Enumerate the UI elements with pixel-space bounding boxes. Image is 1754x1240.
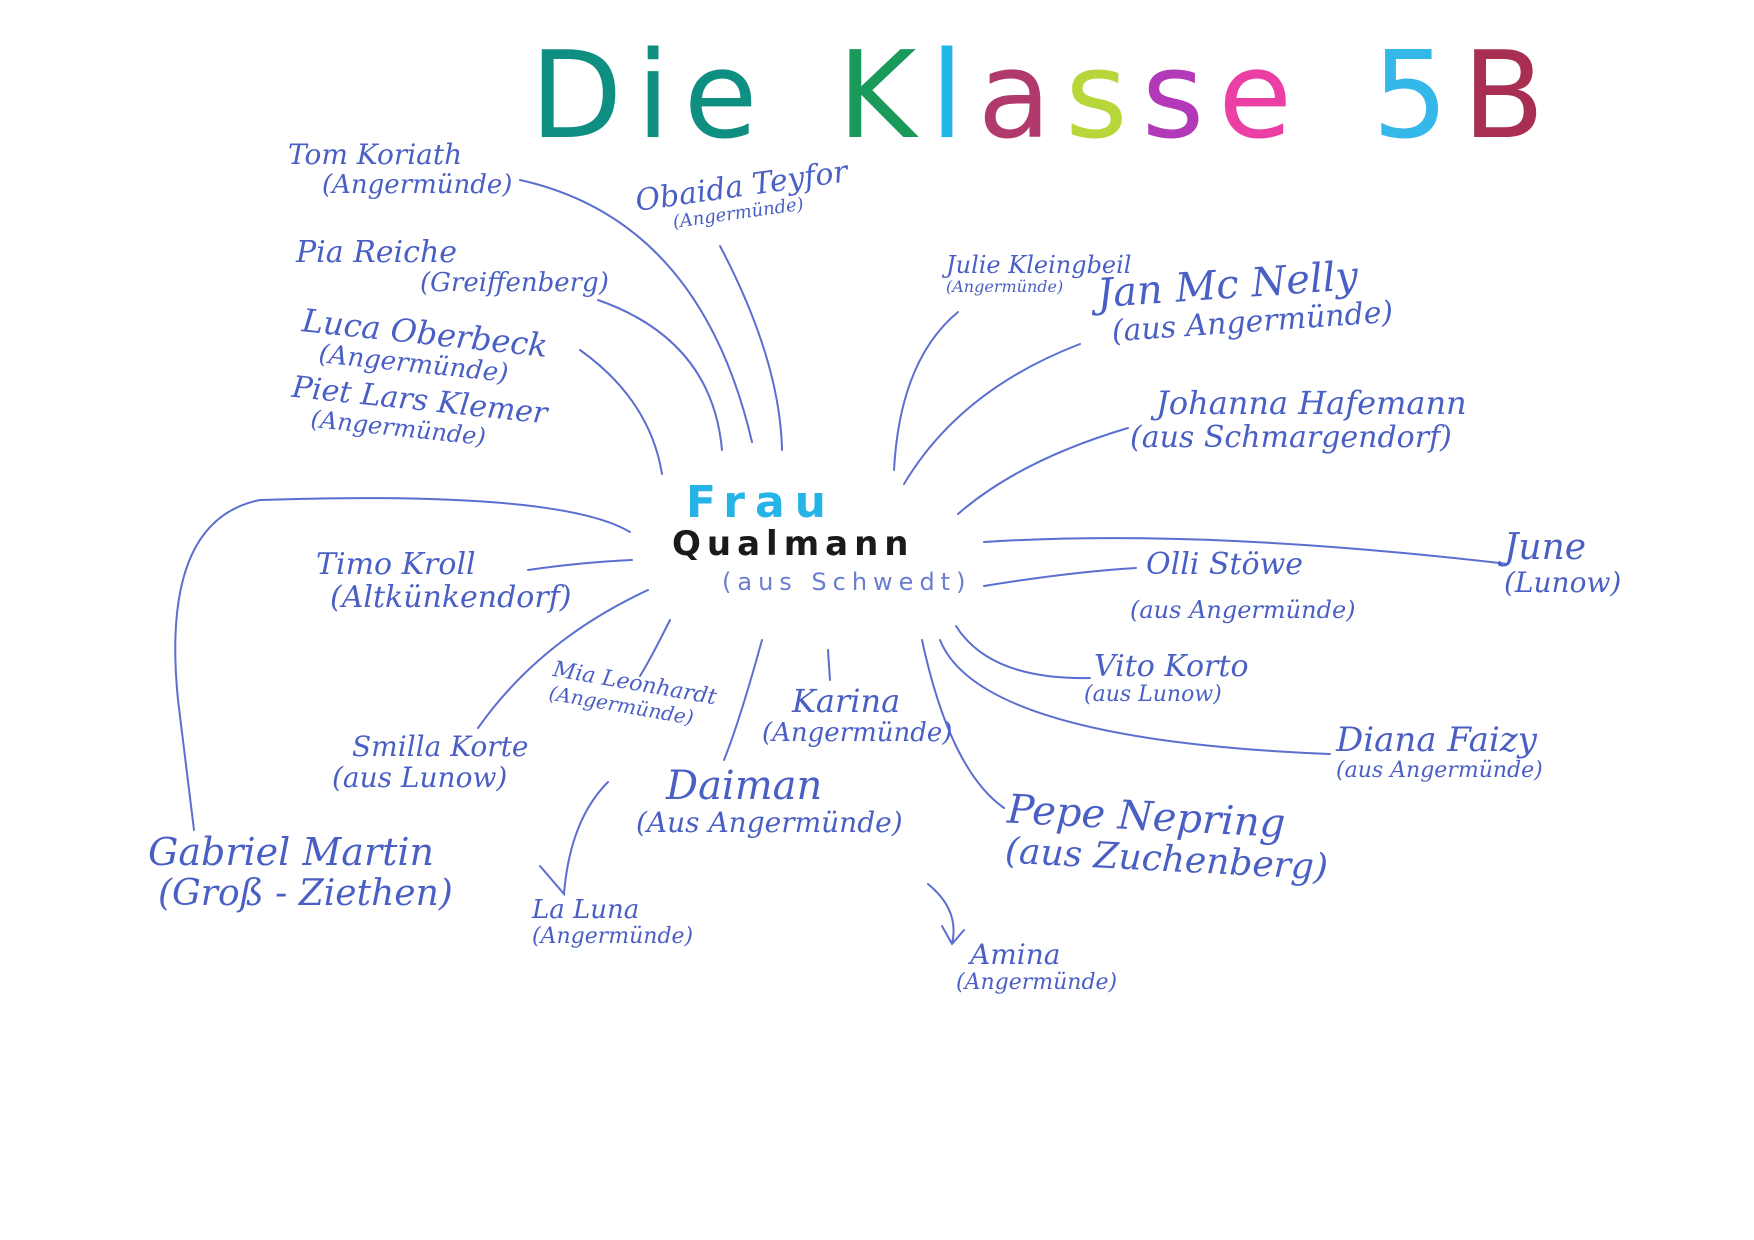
student-origin: (aus Lunow) [332,760,508,794]
title-letter: s [1141,27,1205,166]
title-letter [772,22,824,172]
connector-vito [955,625,1091,680]
connector-diana [939,639,1331,755]
student-node-laluna: La Luna (Angermünde) [532,896,693,949]
student-node-olli: Olli Stöwe (aus Angermünde) [1130,547,1356,623]
student-origin: (aus Angermünde) [1336,758,1543,784]
connector-timo [527,559,633,571]
connector-pepe [921,639,1005,809]
student-origin: (aus Schmargendorf) [1130,420,1452,456]
student-node-amina: Amina (Angermünde) [956,938,1118,995]
student-name: Gabriel Martin [148,830,435,874]
student-name: Olli Stöwe [1146,547,1304,582]
title-letter: e [1218,27,1293,166]
student-origin: (Altkünkendorf) [330,580,572,615]
student-node-vito: Vito Korto (aus Lunow) [1084,649,1249,707]
student-origin: (Greiffenberg) [420,268,609,298]
title-letter: D [530,27,623,166]
student-name: Tom Koriath [288,138,463,171]
student-name: Daiman [666,763,823,809]
student-node-julie: Julie Kleingbeil (Angermünde) [946,252,1131,296]
student-name: Johanna Hafemann [1156,384,1467,422]
connector-johanna [957,427,1129,515]
student-name: Smilla Korte [352,730,529,763]
student-node-diana: Diana Faizy (aus Angermünde) [1336,720,1543,784]
student-origin: (Angermünde) [946,277,1064,297]
student-name: La Luna [532,895,640,925]
student-node-gabriel: Gabriel Martin (Groß - Ziethen) [148,830,453,914]
student-node-karina: Karina (Angermünde) [762,682,953,749]
title-letter: B [1462,27,1545,166]
teacher-origin: (aus Schwedt) [722,567,972,596]
student-node-june: June (Lunow) [1504,528,1621,598]
connector-daiman [723,639,763,761]
connector-amina [927,883,965,945]
student-origin: (Groß - Ziethen) [158,872,453,914]
title-letter: e [683,27,758,166]
title-letter [1306,22,1358,172]
teacher-name: Qualmann [672,524,915,565]
student-node-smilla: Smilla Korte (aus Lunow) [332,730,529,794]
student-name: Pia Reiche [296,235,458,270]
title-letter: K [837,27,917,166]
student-node-tom: Tom Koriath (Angermünde) [288,138,513,200]
student-node-pia: Pia Reiche (Greiffenberg) [296,236,609,298]
student-node-johanna: Johanna Hafemann (aus Schmargendorf) [1130,384,1467,456]
student-name: Diana Faizy [1336,720,1537,760]
title-letter: s [1065,27,1128,166]
teacher-center-node: Frau Qualmann (aus Schwedt) [672,477,972,596]
student-node-daiman: Daiman (Aus Angermünde) [636,764,903,839]
student-origin: (aus Lunow) [1084,682,1222,707]
connector-mia [639,619,671,677]
connector-pia [597,299,723,451]
title-letter: 5 [1372,27,1449,166]
title-letter: i [636,27,670,166]
connector-luca [579,349,663,475]
student-name: Amina [970,938,1061,971]
title-letter: l [930,27,964,166]
student-origin: (Angermünde) [532,923,694,949]
student-name: Julie Kleingbeil [946,251,1132,279]
student-origin: (aus Angermünde) [1130,596,1356,624]
connector-karina [827,649,831,681]
student-origin: (Angermünde) [762,718,953,749]
connector-obaida [719,245,783,451]
connector-tom [519,179,753,443]
student-origin: (Lunow) [1504,565,1622,599]
student-origin: (Angermünde) [322,169,513,200]
teacher-title: Frau [686,477,836,528]
student-name: Vito Korto [1094,649,1249,684]
student-name: June [1504,527,1587,568]
title-letter: a [977,27,1052,166]
connector-julie [893,311,959,471]
connector-olli [983,567,1137,587]
connector-smilla [477,589,649,729]
connector-jan [903,343,1081,485]
connector-gabriel [174,497,631,831]
connector-laluna [539,781,609,897]
student-name: Timo Kroll [316,547,476,582]
student-node-pepe: Pepe Nepring (aus Zuchenberg) [1004,787,1331,889]
student-origin: (Angermünde) [956,969,1118,995]
student-name: Karina [792,682,901,720]
student-node-timo: Timo Kroll (Altkünkendorf) [316,548,572,614]
connector-june [983,537,1509,565]
student-origin: (Aus Angermünde) [636,806,903,839]
